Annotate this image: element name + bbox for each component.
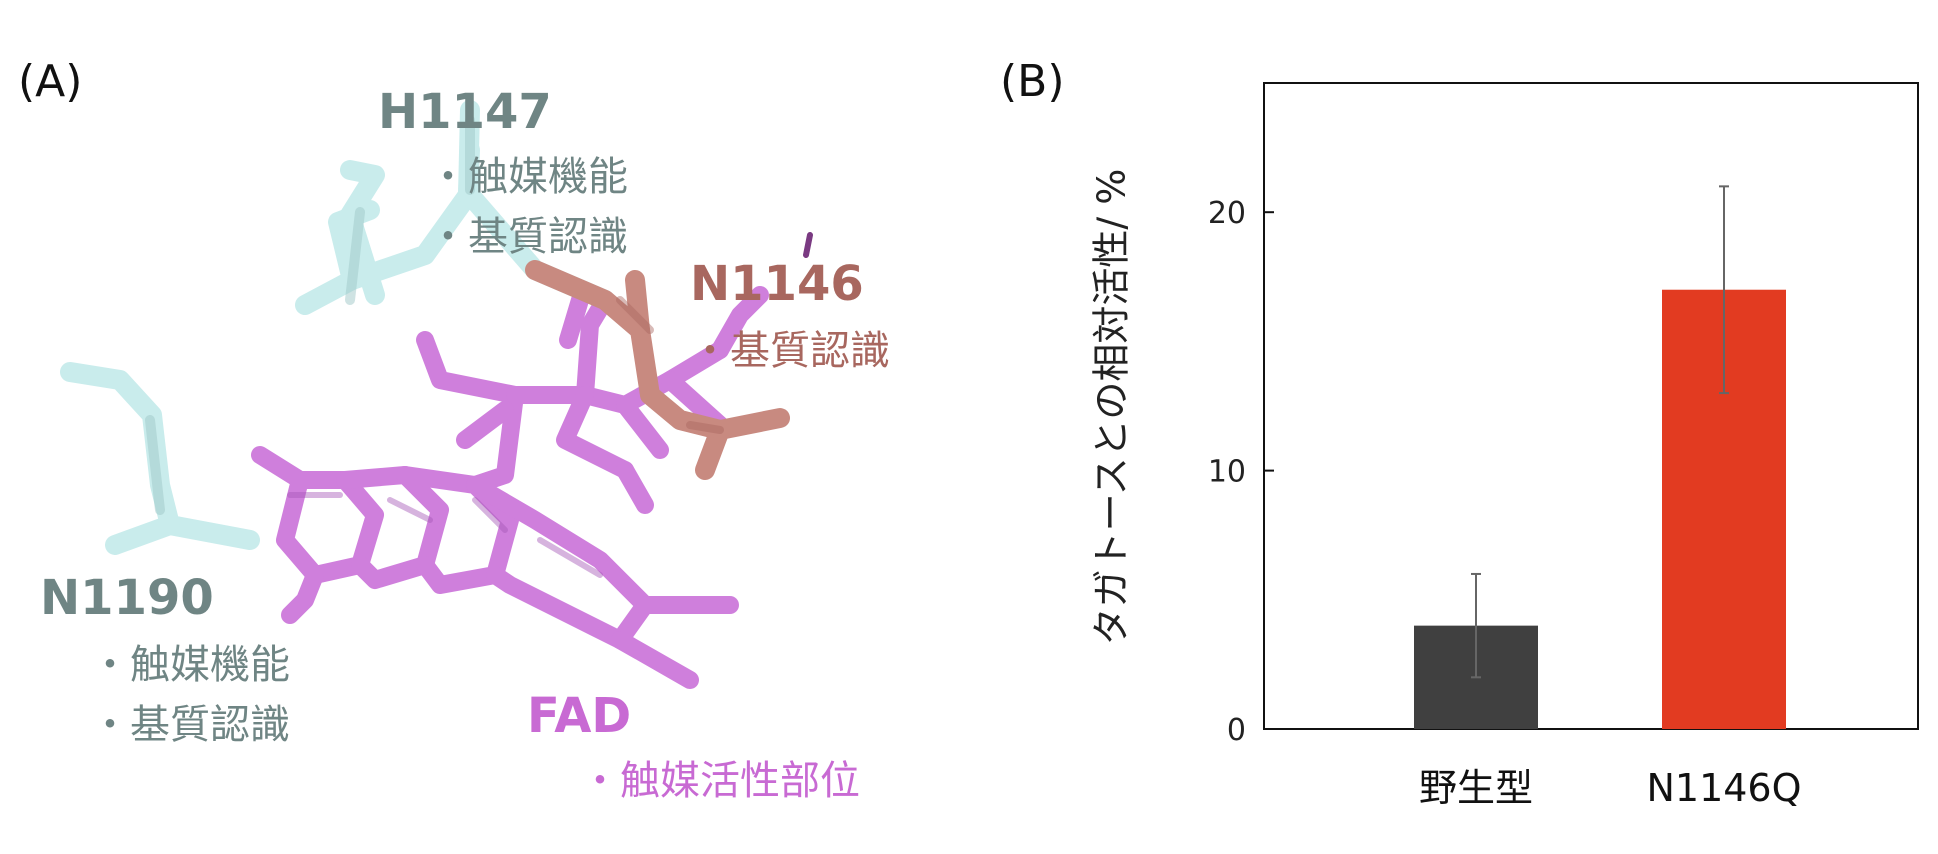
active-site-structure [60, 100, 813, 689]
n1190-annotation-1: ・触媒機能 [90, 642, 290, 688]
fad-annotation-1: ・触媒活性部位 [580, 758, 860, 804]
panel-label-a: (A) [18, 56, 83, 107]
h1147-annotation-1: ・触媒機能 [428, 154, 628, 200]
fad-molecule [251, 286, 769, 689]
n1190-label: N1190 [40, 570, 214, 626]
bar-chart: 0 10 20 野生型 N1146Q [1208, 82, 1919, 810]
fad-label: FAD [527, 688, 632, 744]
y-tick-label: 20 [1208, 196, 1246, 231]
n1146-annotation-1: ・基質認識 [690, 328, 890, 374]
n1190-residue [60, 362, 260, 555]
y-tick-label: 10 [1208, 455, 1246, 490]
y-tick-label: 0 [1227, 713, 1246, 748]
n1190-annotation-2: ・基質認識 [90, 702, 290, 748]
h1147-label: H1147 [378, 84, 552, 140]
x-category-label: 野生型 [1419, 766, 1533, 810]
h1147-annotation-2: ・基質認識 [428, 214, 628, 260]
x-category-label: N1146Q [1646, 766, 1801, 810]
panel-label-b: (B) [1000, 56, 1065, 107]
n1146-residue [525, 260, 790, 480]
n1146-label: N1146 [690, 256, 864, 312]
plot-frame [1263, 82, 1919, 730]
